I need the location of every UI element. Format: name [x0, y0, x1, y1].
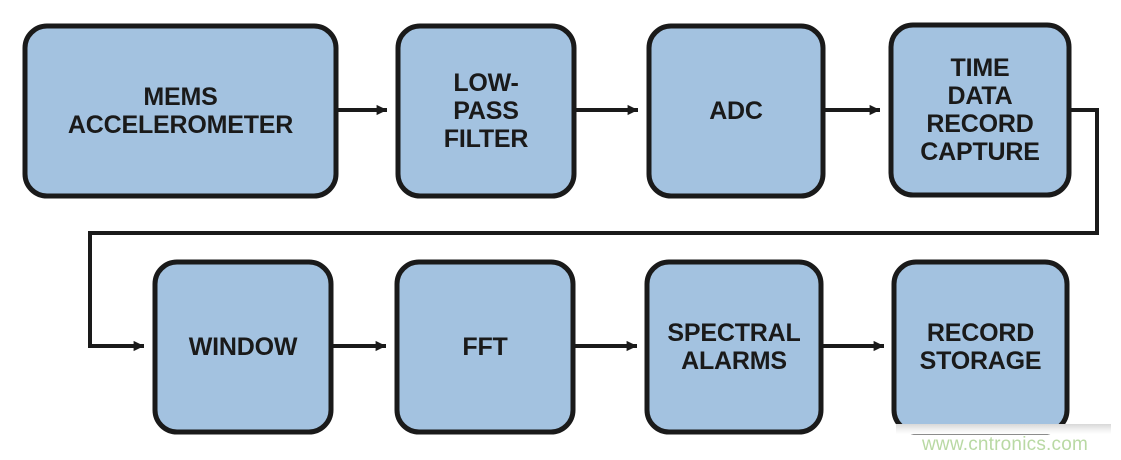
block-shape-low-pass-filter[interactable] [395, 23, 577, 199]
connector-layer [88, 104, 1099, 352]
block-shape-adc[interactable] [646, 23, 826, 199]
block-shape-mems-accelerometer[interactable] [22, 23, 339, 199]
block-shape-layer [22, 22, 1072, 435]
connector-capture-to-window [88, 108, 1099, 352]
block-shape-spectral-alarms[interactable] [644, 259, 824, 435]
watermark-text: www.cntronics.com [922, 434, 1088, 455]
block-shape-fft[interactable] [394, 259, 576, 435]
block-shape-window[interactable] [152, 259, 334, 435]
block-shape-record-storage[interactable] [891, 259, 1070, 435]
block-shape-time-data-record-capture[interactable] [888, 22, 1072, 198]
watermark-bar [896, 424, 1111, 434]
